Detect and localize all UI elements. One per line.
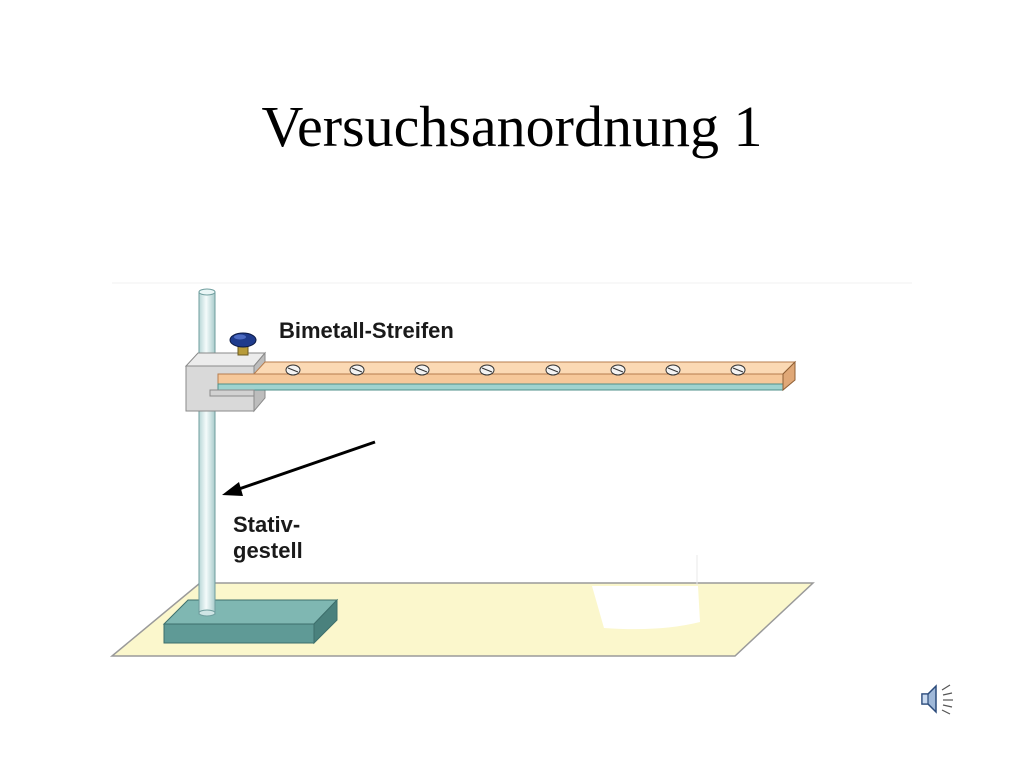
screw (545, 364, 561, 376)
screw (414, 364, 430, 376)
strip-screws (285, 364, 746, 376)
screw (479, 364, 495, 376)
clamp-jaw-lip (209, 389, 255, 397)
speaker-icon[interactable] (918, 680, 958, 718)
bimetal-steel-layer (217, 383, 784, 391)
base-plate-front (163, 623, 315, 644)
pointer-arrow-head (222, 482, 243, 496)
bimetal-strip-end (782, 360, 796, 392)
screw (665, 364, 681, 376)
slide-title: Versuchsanordnung 1 (261, 94, 763, 159)
stand-rod-bottom (198, 609, 216, 617)
knob-cap-highlight (234, 334, 246, 340)
clamp-top (184, 352, 267, 367)
pointer-arrow-shaft (235, 440, 376, 492)
base-plate-side (313, 598, 338, 645)
bimetal-copper-layer (217, 373, 784, 385)
base-plate-top (162, 599, 339, 625)
bimetal-copper-top (218, 361, 797, 375)
label-bimetal-strip: Bimetall-Streifen (279, 318, 454, 343)
table-white-patch (592, 586, 700, 630)
screw (730, 364, 746, 376)
screw (285, 364, 301, 376)
stand-rod (198, 291, 216, 615)
label-stand: Stativ- gestell (233, 512, 303, 563)
screw (349, 364, 365, 376)
screw (610, 364, 626, 376)
stand-rod-top (198, 288, 216, 296)
